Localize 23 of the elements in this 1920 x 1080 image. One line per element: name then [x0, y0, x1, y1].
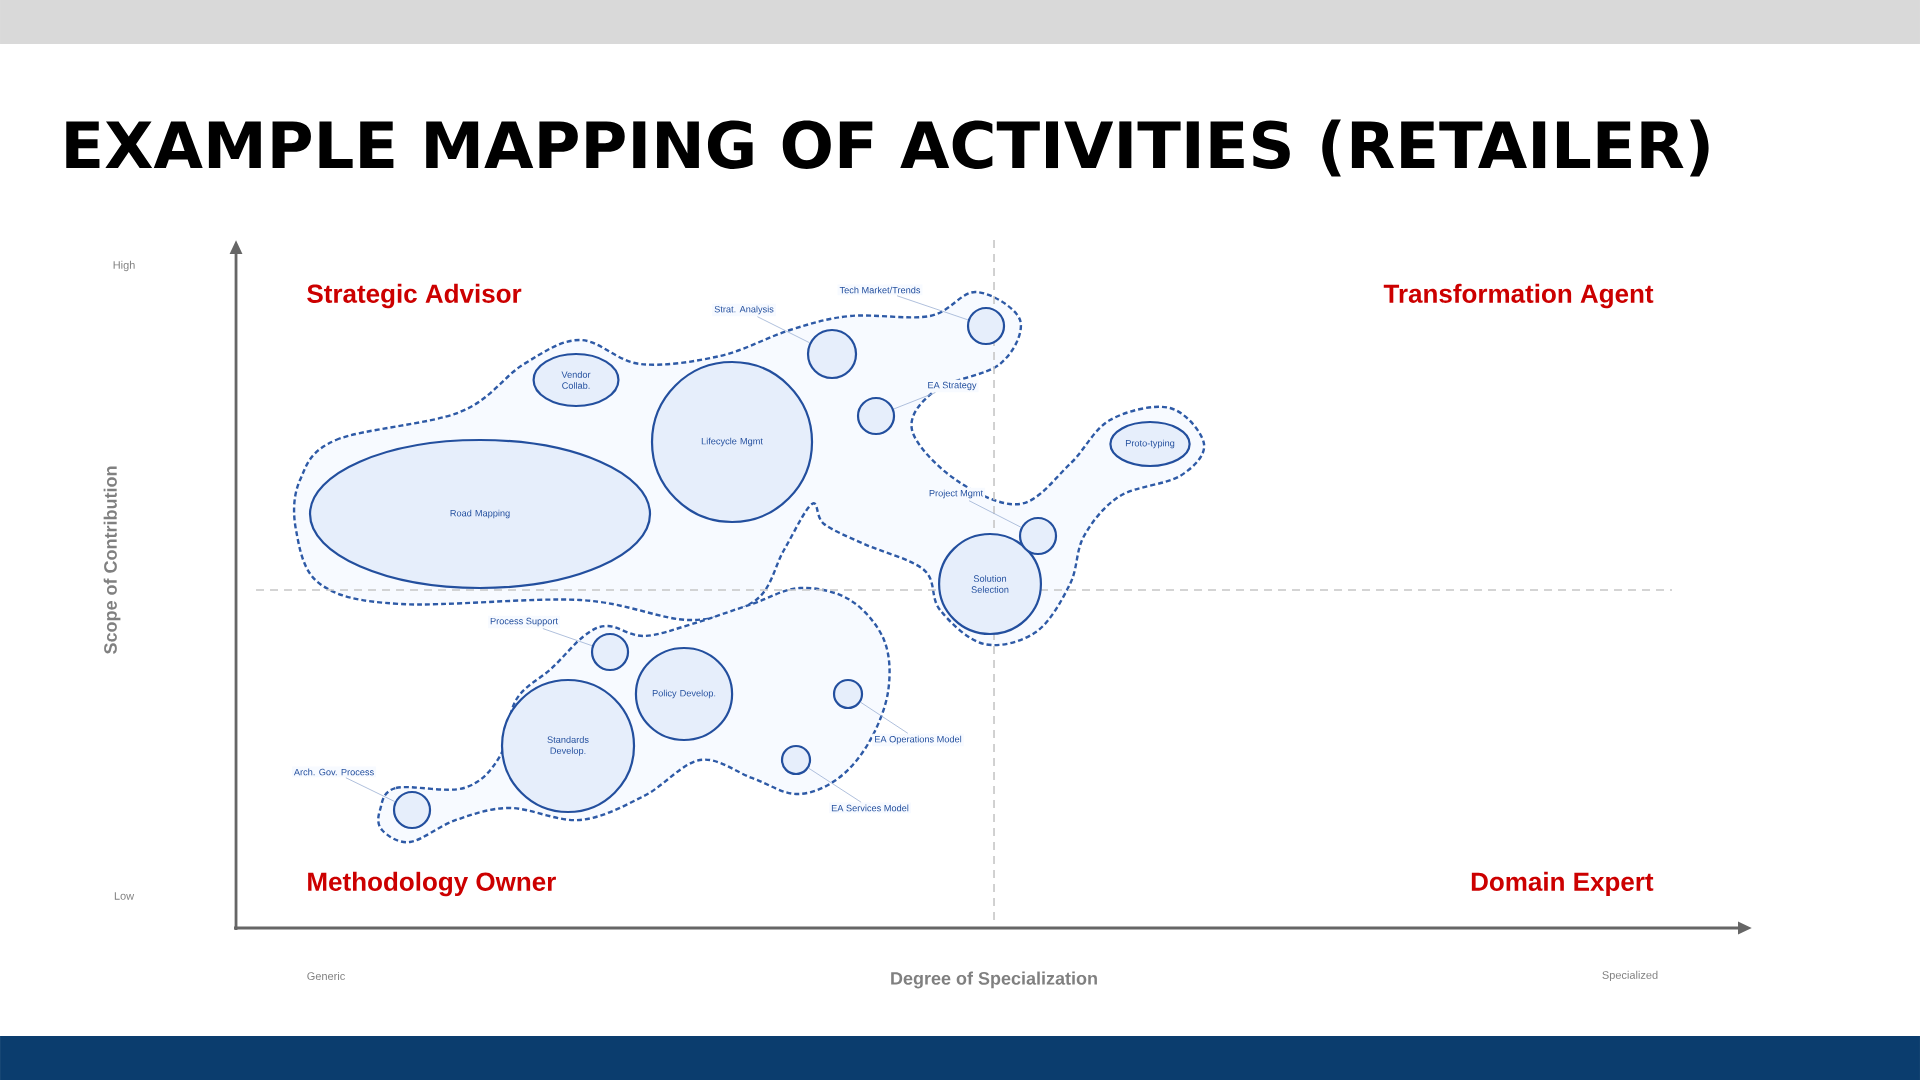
activity-bubble — [832, 678, 864, 710]
quadrant-title: Transformation Agent — [1383, 283, 1654, 309]
quadrant-title: Methodology Owner — [308, 871, 556, 897]
leader-line — [896, 295, 969, 321]
leader-line — [542, 628, 593, 647]
activity-bubble — [966, 306, 1006, 346]
leader-line — [345, 777, 396, 802]
leader-line — [860, 701, 909, 734]
quadrant-title: Strategic Advisor — [307, 283, 522, 309]
leader-line — [968, 500, 1022, 528]
quadrant-title: Domain Expert — [1471, 871, 1654, 897]
activity-bubble — [1018, 516, 1058, 556]
activity-bubble — [590, 632, 630, 672]
leader-line — [808, 767, 862, 803]
slide-title: EXAMPLE MAPPING OF ACTIVITIES (RETAILER) — [66, 119, 1709, 177]
axis-title: Degree of Specialization — [891, 971, 1097, 989]
activity-bubble — [392, 790, 432, 830]
axis-title: Scope of Contribution — [103, 466, 121, 654]
leader-line — [893, 392, 936, 410]
activity-bubble — [780, 744, 812, 776]
activity-bubble — [856, 396, 896, 436]
leader-line — [757, 316, 810, 344]
activity-bubble — [806, 328, 858, 380]
